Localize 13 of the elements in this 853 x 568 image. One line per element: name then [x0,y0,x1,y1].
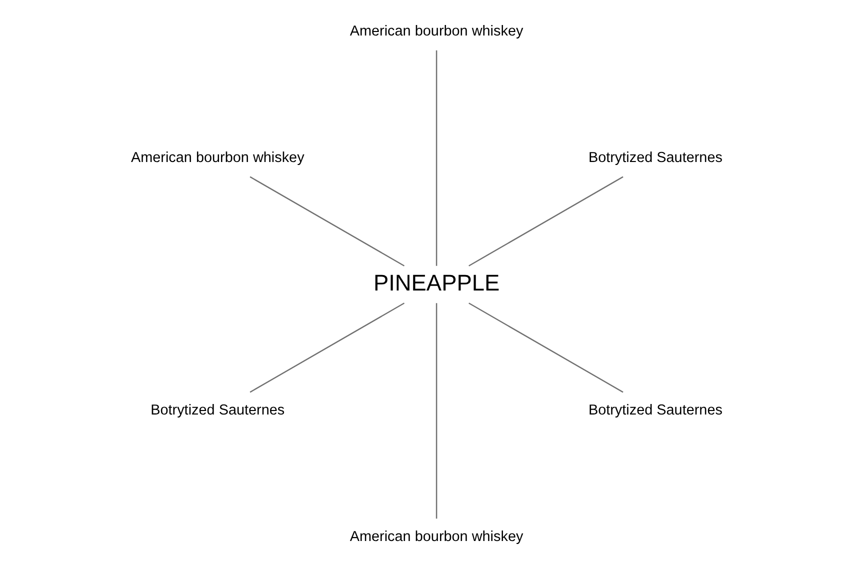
connector [249,176,404,266]
node-text: American bourbon whiskey [349,528,523,545]
connector [249,302,404,392]
node-text: American bourbon whiskey [349,23,523,40]
connector [468,176,623,266]
node-text: Botrytized Sauternes [588,149,722,166]
node-text: Botrytized Sauternes [150,402,284,418]
node-text: PINEAPPLE [372,268,500,295]
connector [435,302,437,518]
connector [468,302,623,392]
connector [435,50,437,266]
node-text: Botrytized Sauternes [588,402,722,418]
node-text: American bourbon whiskey [130,149,304,166]
